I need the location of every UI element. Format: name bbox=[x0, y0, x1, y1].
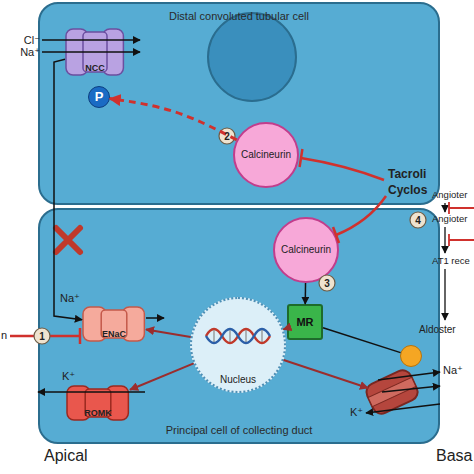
text-label: K⁺ bbox=[62, 370, 75, 382]
channel-lobe bbox=[101, 310, 127, 338]
node-label: Aldoster bbox=[419, 324, 456, 336]
text-label: Angioter bbox=[432, 214, 467, 224]
node-label: P bbox=[95, 90, 104, 105]
node-label: ROMK bbox=[84, 408, 112, 418]
pathway-arrow bbox=[444, 269, 445, 320]
text-label: Angioter bbox=[432, 190, 467, 200]
node-label: Calcineurin bbox=[281, 244, 331, 256]
enzyme-circle: Calcineurin bbox=[233, 122, 299, 188]
node-label: NCC bbox=[85, 63, 105, 73]
text-label: Na⁺ bbox=[20, 46, 40, 58]
node-label: Nucleus bbox=[220, 374, 256, 386]
transporter-channel: NCC bbox=[65, 28, 125, 76]
callout-number: 4 bbox=[415, 215, 421, 226]
inhibition-line bbox=[449, 202, 474, 214]
channel-lobe bbox=[85, 389, 111, 417]
channel-lobe bbox=[83, 32, 107, 72]
phosphate-circle: P bbox=[88, 86, 110, 108]
transporter-channel: ENaC bbox=[82, 306, 146, 342]
pathway-arrow bbox=[444, 203, 445, 212]
enzyme-circle: Calcineurin bbox=[273, 217, 339, 283]
text-label: n bbox=[1, 329, 7, 341]
hormone-circle: Aldoster bbox=[400, 345, 422, 367]
text-label: Na⁺ bbox=[443, 364, 463, 376]
text-label: K⁺ bbox=[350, 406, 363, 418]
node-label: MR bbox=[296, 316, 313, 329]
callout-number: 2 bbox=[224, 131, 230, 142]
text-label: Cyclos bbox=[388, 184, 427, 197]
node-label: Principal cell of collecting duct bbox=[166, 424, 313, 437]
pathway-arrow bbox=[444, 227, 445, 253]
callout-number: 3 bbox=[324, 278, 330, 289]
text-label: Basa bbox=[436, 447, 472, 465]
nucleus-circle: Nucleus bbox=[190, 297, 286, 393]
node-label: ENaC bbox=[102, 329, 126, 339]
text-label: Cl⁻ bbox=[24, 34, 40, 46]
transporter-channel: ROMK bbox=[66, 385, 130, 421]
cell-body: Distal convoluted tubular cellNCC P Calcin… bbox=[38, 2, 440, 205]
cell-body: Principal cell of collecting duct Calcine… bbox=[38, 208, 440, 444]
inhibition-line bbox=[449, 234, 474, 246]
node-label: Calcineurin bbox=[241, 149, 291, 161]
receptor-box: MR bbox=[287, 304, 323, 340]
text-label: Apical bbox=[44, 447, 88, 465]
text-label: Tacroli bbox=[388, 168, 426, 181]
text-label: AT1 rece bbox=[432, 256, 470, 266]
callout-number: 1 bbox=[39, 331, 45, 342]
text-label: Na⁺ bbox=[60, 292, 80, 304]
node-label: Distal convoluted tubular cell bbox=[169, 10, 309, 23]
